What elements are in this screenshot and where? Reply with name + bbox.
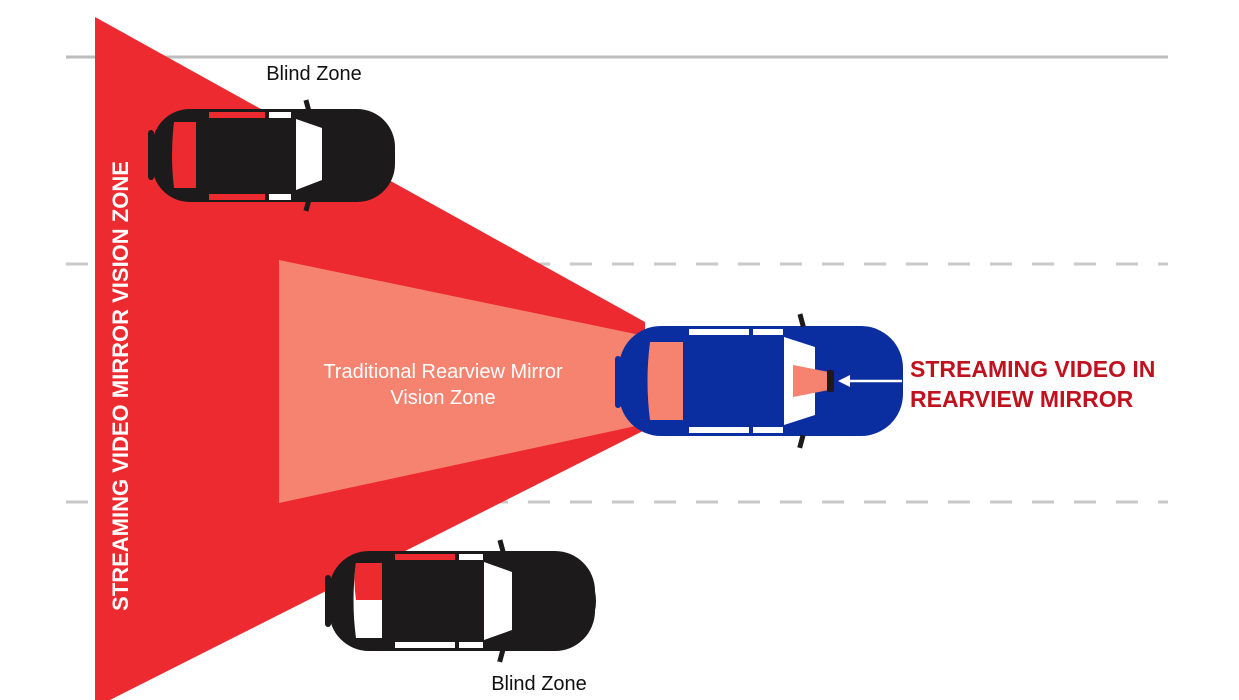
- blind-zone-car-bottom: [325, 539, 596, 663]
- traditional-zone-label-line1: Traditional Rearview Mirror: [323, 361, 563, 383]
- traditional-vision-zone: [279, 260, 645, 503]
- traditional-zone-label-line2: Vision Zone: [390, 387, 495, 409]
- callout-arrow: [838, 375, 902, 387]
- blind-zone-label-top: Blind Zone: [266, 63, 362, 85]
- streaming-callout-line2: REARVIEW MIRROR: [910, 386, 1134, 412]
- streaming-zone-vertical-label: STREAMING VIDEO MIRROR VISION ZONE: [108, 161, 133, 611]
- blind-zone-car-top: [148, 99, 395, 212]
- streaming-callout-line1: STREAMING VIDEO IN: [910, 356, 1155, 382]
- blue-car: [615, 313, 903, 449]
- blind-zone-label-bottom: Blind Zone: [491, 673, 587, 695]
